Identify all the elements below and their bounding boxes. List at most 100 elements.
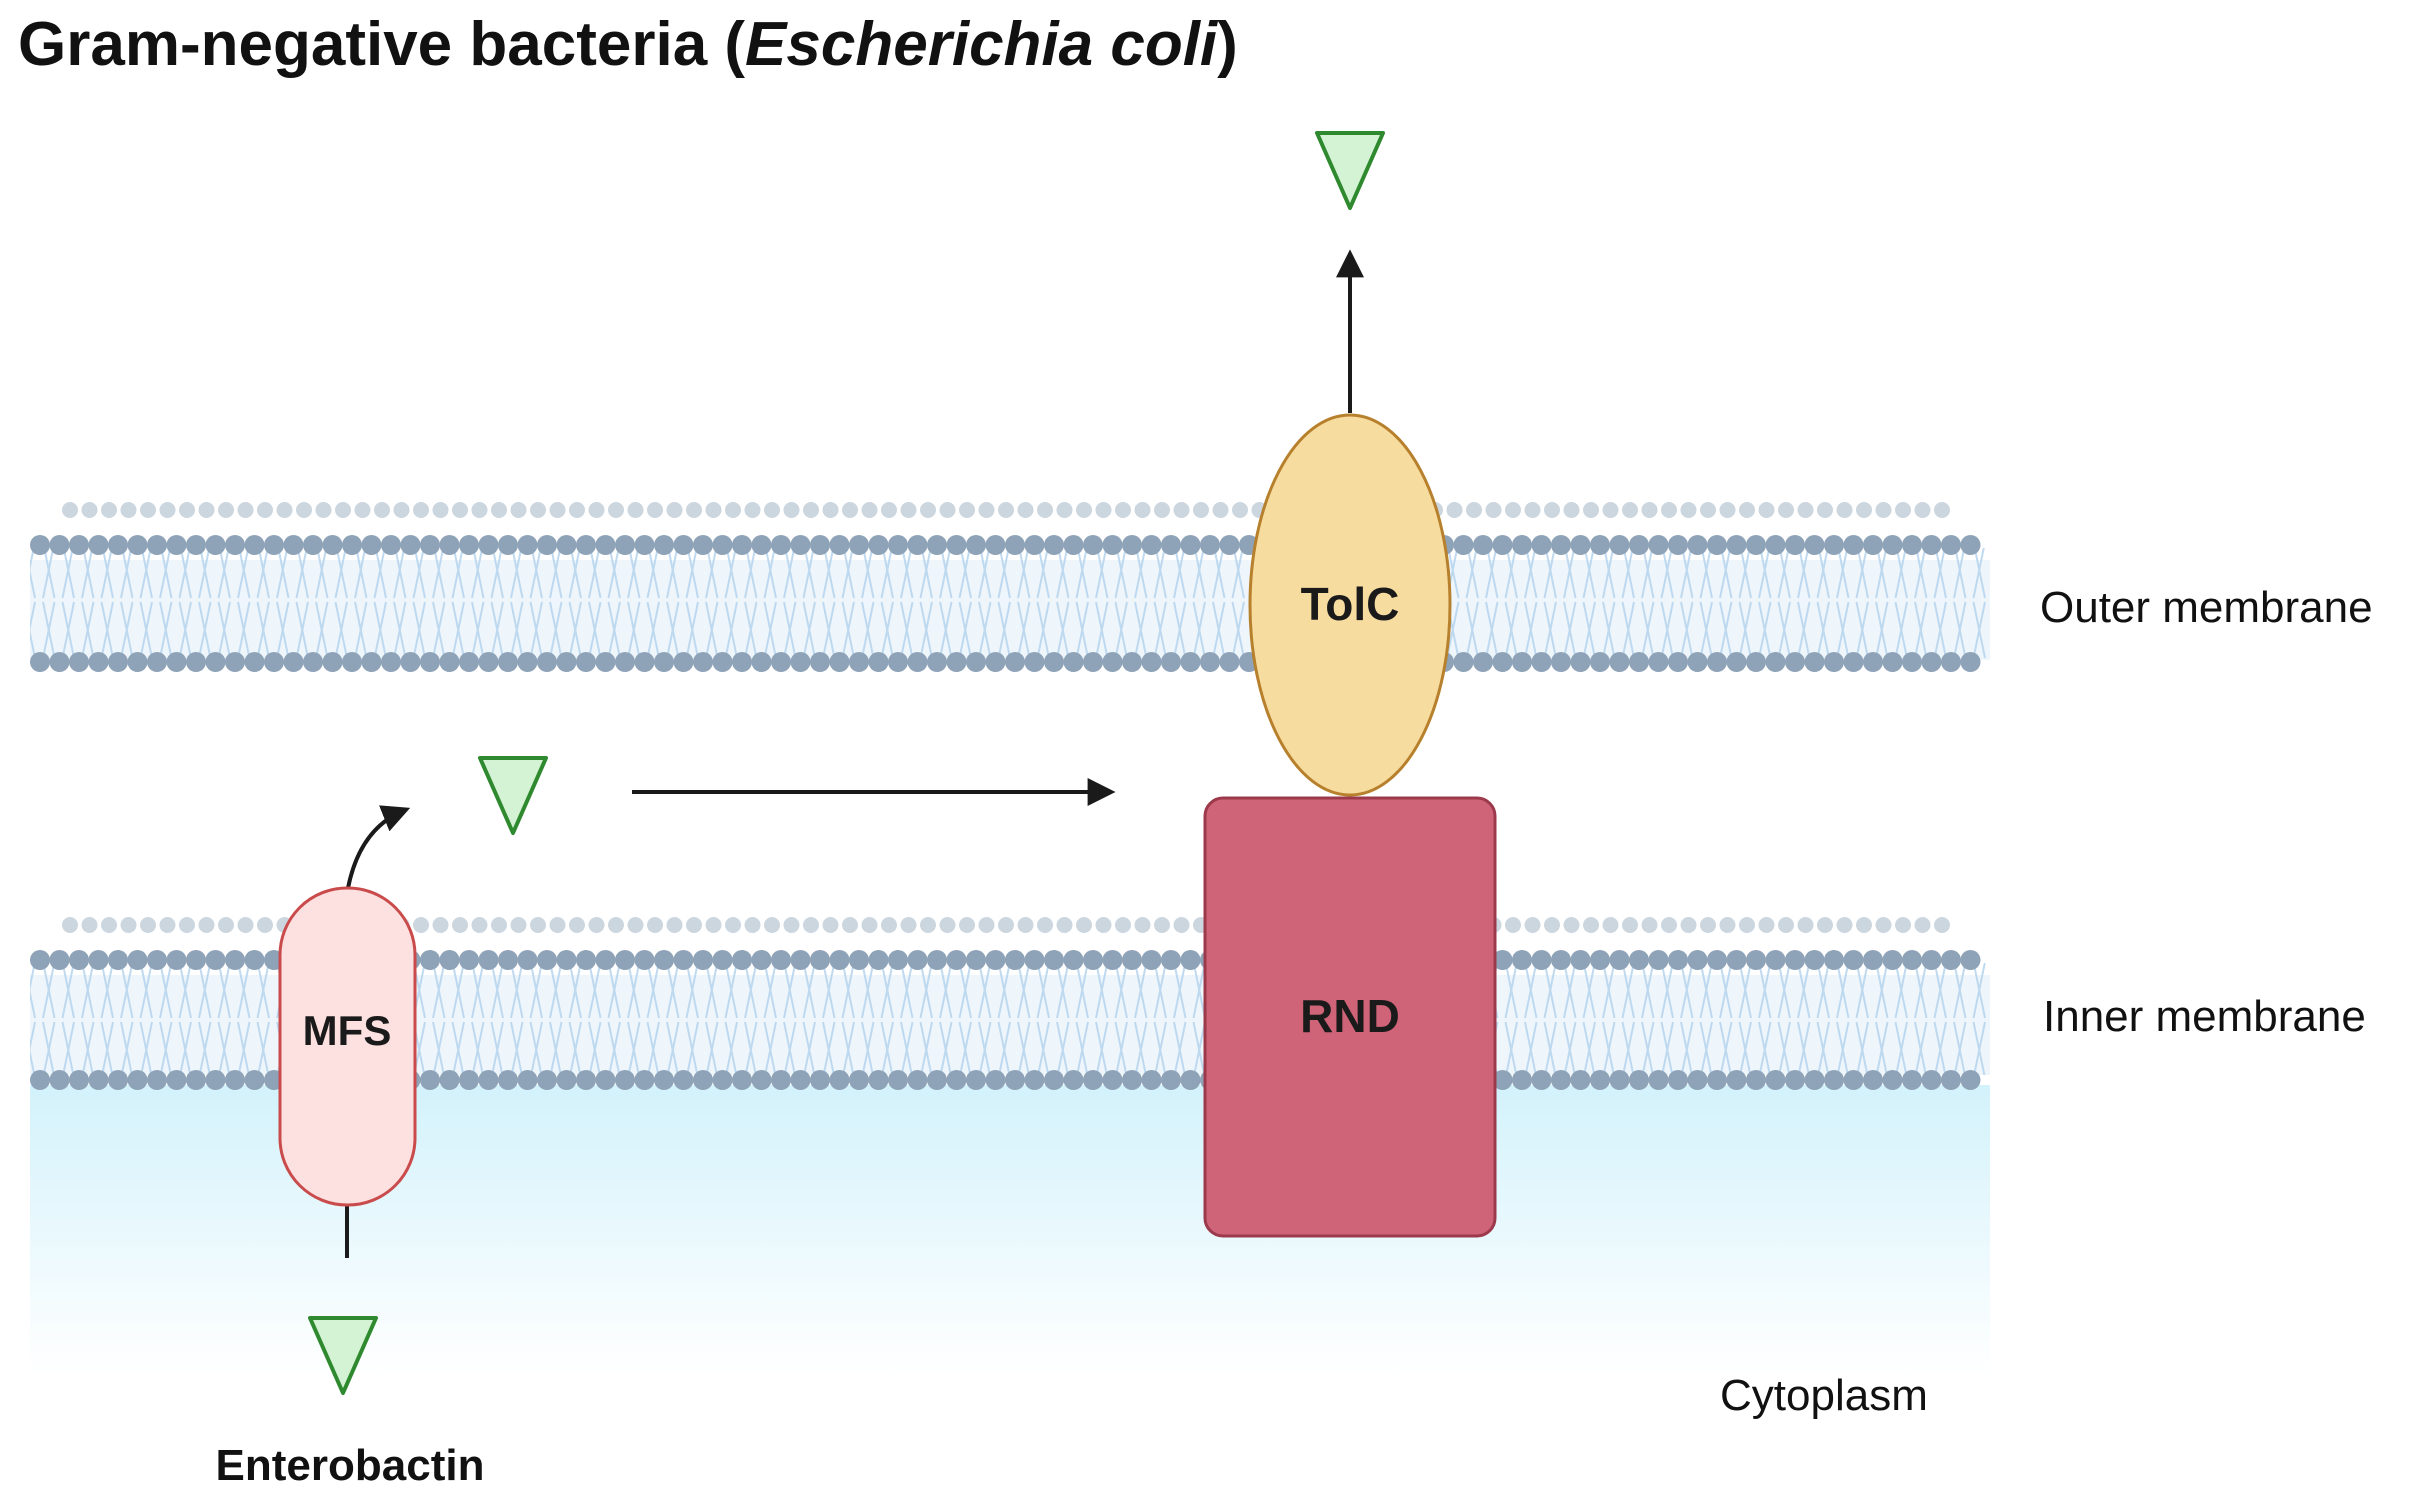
lipid-head	[1609, 535, 1630, 555]
lipid-head	[783, 917, 800, 933]
lipid-head	[1122, 535, 1142, 555]
lipid-head	[959, 917, 975, 933]
lipid-head	[120, 502, 137, 518]
lipid-head	[1726, 535, 1747, 555]
lipid-head	[88, 652, 109, 672]
lipid-head	[576, 950, 596, 970]
lipid-head	[1960, 1070, 1981, 1090]
lipid-head	[1563, 502, 1580, 518]
lipid-head	[1492, 950, 1513, 970]
lipid-head	[946, 1070, 967, 1090]
lipid-head	[101, 502, 117, 518]
lipid-head	[1180, 535, 1201, 555]
lipid-head	[966, 652, 986, 672]
lipid-head	[985, 535, 1006, 555]
lipid-head	[608, 917, 624, 933]
lipid-head	[205, 950, 226, 970]
lipid-head	[1680, 502, 1697, 518]
lipid-head	[1960, 950, 1981, 970]
lipid-head	[439, 652, 460, 672]
lipid-head	[69, 950, 89, 970]
lipid-head	[1687, 652, 1708, 672]
lipid-head	[1551, 652, 1571, 672]
lipid-head	[498, 1070, 518, 1090]
lipid-head	[810, 1070, 830, 1090]
lipid-head	[244, 1070, 265, 1090]
lipid-head	[166, 950, 187, 970]
lipid-head	[1914, 502, 1931, 518]
lipid-head	[1063, 950, 1084, 970]
lipid-head	[1941, 1070, 1961, 1090]
lipid-head	[1895, 502, 1911, 518]
lipid-head	[1941, 535, 1961, 555]
lipid-head	[556, 535, 577, 555]
mfs-protein: MFS	[278, 886, 417, 1207]
lipid-head	[900, 502, 917, 518]
lipid-head	[1882, 950, 1903, 970]
lipid-head	[790, 652, 811, 672]
lipid-head	[927, 535, 947, 555]
lipid-head	[927, 1070, 947, 1090]
lipid-head	[1609, 1070, 1630, 1090]
lipid-head	[205, 535, 226, 555]
lipid-head	[1609, 950, 1630, 970]
lipid-head	[1824, 535, 1844, 555]
lipid-head	[732, 950, 752, 970]
lipid-head	[771, 950, 791, 970]
lipid-head	[1785, 652, 1805, 672]
lipid-head	[634, 652, 655, 672]
lipid-head	[1154, 502, 1170, 518]
lipid-head	[1161, 652, 1181, 672]
lipid-head	[166, 652, 187, 672]
lipid-head	[1590, 950, 1610, 970]
lipid-head	[264, 535, 284, 555]
lipid-head	[1590, 652, 1610, 672]
lipid-head	[849, 535, 869, 555]
lipid-head	[1648, 652, 1669, 672]
lipid-head	[1161, 1070, 1181, 1090]
lipid-head	[1836, 502, 1853, 518]
lipid-head	[576, 652, 596, 672]
lipid-head	[1863, 535, 1883, 555]
tolc-label: TolC	[1301, 578, 1400, 630]
lipid-head	[1622, 917, 1638, 933]
lipid-head	[452, 502, 468, 518]
lipid-head	[1622, 502, 1638, 518]
lipid-head	[959, 502, 975, 518]
lipid-head	[1056, 502, 1073, 518]
lipid-head	[588, 502, 605, 518]
lipid-head	[1122, 652, 1142, 672]
lipid-head	[1661, 502, 1677, 518]
lipid-head	[595, 950, 616, 970]
lipid-head	[244, 535, 265, 555]
lipid-head	[985, 1070, 1006, 1090]
lipid-head	[257, 917, 273, 933]
lipid-head	[1563, 917, 1580, 933]
lipid-head	[237, 917, 254, 933]
lipid-head	[1590, 1070, 1610, 1090]
lipid-head	[400, 652, 421, 672]
lipid-head	[498, 535, 518, 555]
lipid-head	[498, 950, 518, 970]
lipid-head	[1102, 950, 1123, 970]
lipid-head	[244, 950, 265, 970]
lipid-head	[1824, 652, 1844, 672]
lipid-head	[576, 535, 596, 555]
lipid-head	[237, 502, 254, 518]
lipid-head	[127, 1070, 148, 1090]
lipid-head	[946, 652, 967, 672]
lipid-head	[322, 535, 343, 555]
lipid-head	[829, 652, 850, 672]
lipid-head	[732, 1070, 752, 1090]
lipid-head	[732, 652, 752, 672]
lipid-head	[861, 502, 878, 518]
lipid-head	[1095, 917, 1112, 933]
lipid-head	[147, 1070, 167, 1090]
lipid-head	[1473, 535, 1493, 555]
lipid-head	[595, 652, 616, 672]
lipid-head	[1232, 502, 1248, 518]
lipid-head	[615, 1070, 635, 1090]
lipid-head	[1102, 652, 1123, 672]
lipid-head	[647, 502, 663, 518]
lipid-head	[810, 950, 830, 970]
